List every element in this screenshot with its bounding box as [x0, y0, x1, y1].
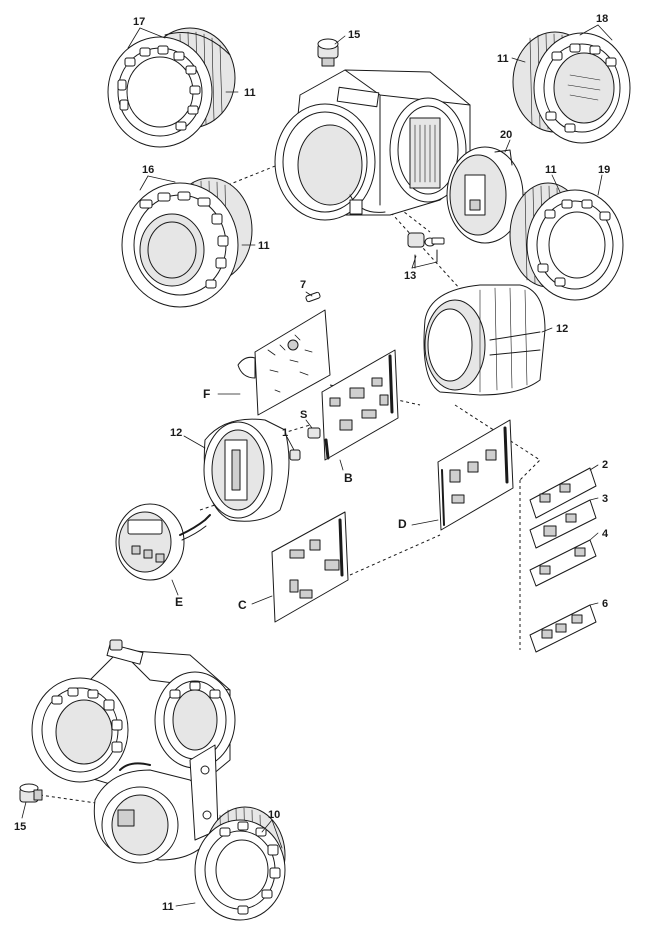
module-6: [529, 604, 597, 653]
label-4: 4: [602, 528, 609, 540]
transmitter-housing: [274, 69, 471, 221]
label-2: 2: [602, 459, 608, 471]
label-19: 19: [598, 164, 610, 176]
label-18: 18: [596, 13, 608, 25]
label-1: 1: [282, 427, 288, 439]
cover-18: [512, 31, 631, 144]
label-11-mid-left: 11: [258, 240, 270, 252]
module-4: [529, 539, 597, 587]
label-15-top: 15: [348, 29, 360, 41]
label-12-right: 12: [556, 323, 568, 335]
label-10: 10: [268, 809, 280, 821]
cover-19: [509, 182, 624, 301]
label-S: S: [300, 409, 307, 421]
label-3: 3: [602, 493, 608, 505]
label-7: 7: [300, 279, 306, 291]
label-6: 6: [602, 598, 608, 610]
electronics-module-20: [446, 146, 524, 244]
cover-10: [194, 806, 286, 921]
label-20: 20: [500, 129, 512, 141]
leader-lines: [21, 24, 613, 907]
fuse-7: [305, 291, 321, 303]
label-B: B: [344, 471, 353, 485]
part-1: [289, 449, 301, 461]
label-C: C: [238, 598, 247, 612]
board-C: [271, 511, 349, 623]
screw-set-13: [407, 232, 445, 269]
label-11-bottom: 11: [162, 901, 174, 913]
module-3: [529, 499, 597, 549]
label-11-top-right: 11: [497, 53, 509, 65]
display-E: [115, 503, 211, 581]
label-15-bottom: 15: [14, 821, 26, 833]
module-2: [529, 467, 597, 519]
part-S: [307, 427, 321, 439]
label-17: 17: [133, 16, 145, 28]
board-B: [321, 349, 399, 461]
label-F: F: [203, 387, 210, 401]
cover-17: [107, 27, 236, 148]
label-13: 13: [404, 270, 416, 282]
board-F: [237, 309, 331, 416]
board-D: [437, 419, 514, 531]
carrier-12-left: [203, 418, 290, 522]
assembled-transmitter: [31, 639, 236, 864]
plug-15-top: [317, 38, 339, 67]
label-11-top-left: 11: [244, 87, 256, 99]
label-E: E: [175, 595, 183, 609]
label-D: D: [398, 517, 407, 531]
cover-16: [121, 177, 253, 308]
plug-15-bottom: [19, 783, 43, 803]
callout-labels: 17 15 18 11 11 20 16 11 19 11 13 7 12 F …: [14, 13, 610, 913]
label-11-mid-right: 11: [545, 164, 557, 176]
label-12-left: 12: [170, 427, 182, 439]
label-16: 16: [142, 164, 154, 176]
carrier-12-right: [423, 284, 546, 396]
